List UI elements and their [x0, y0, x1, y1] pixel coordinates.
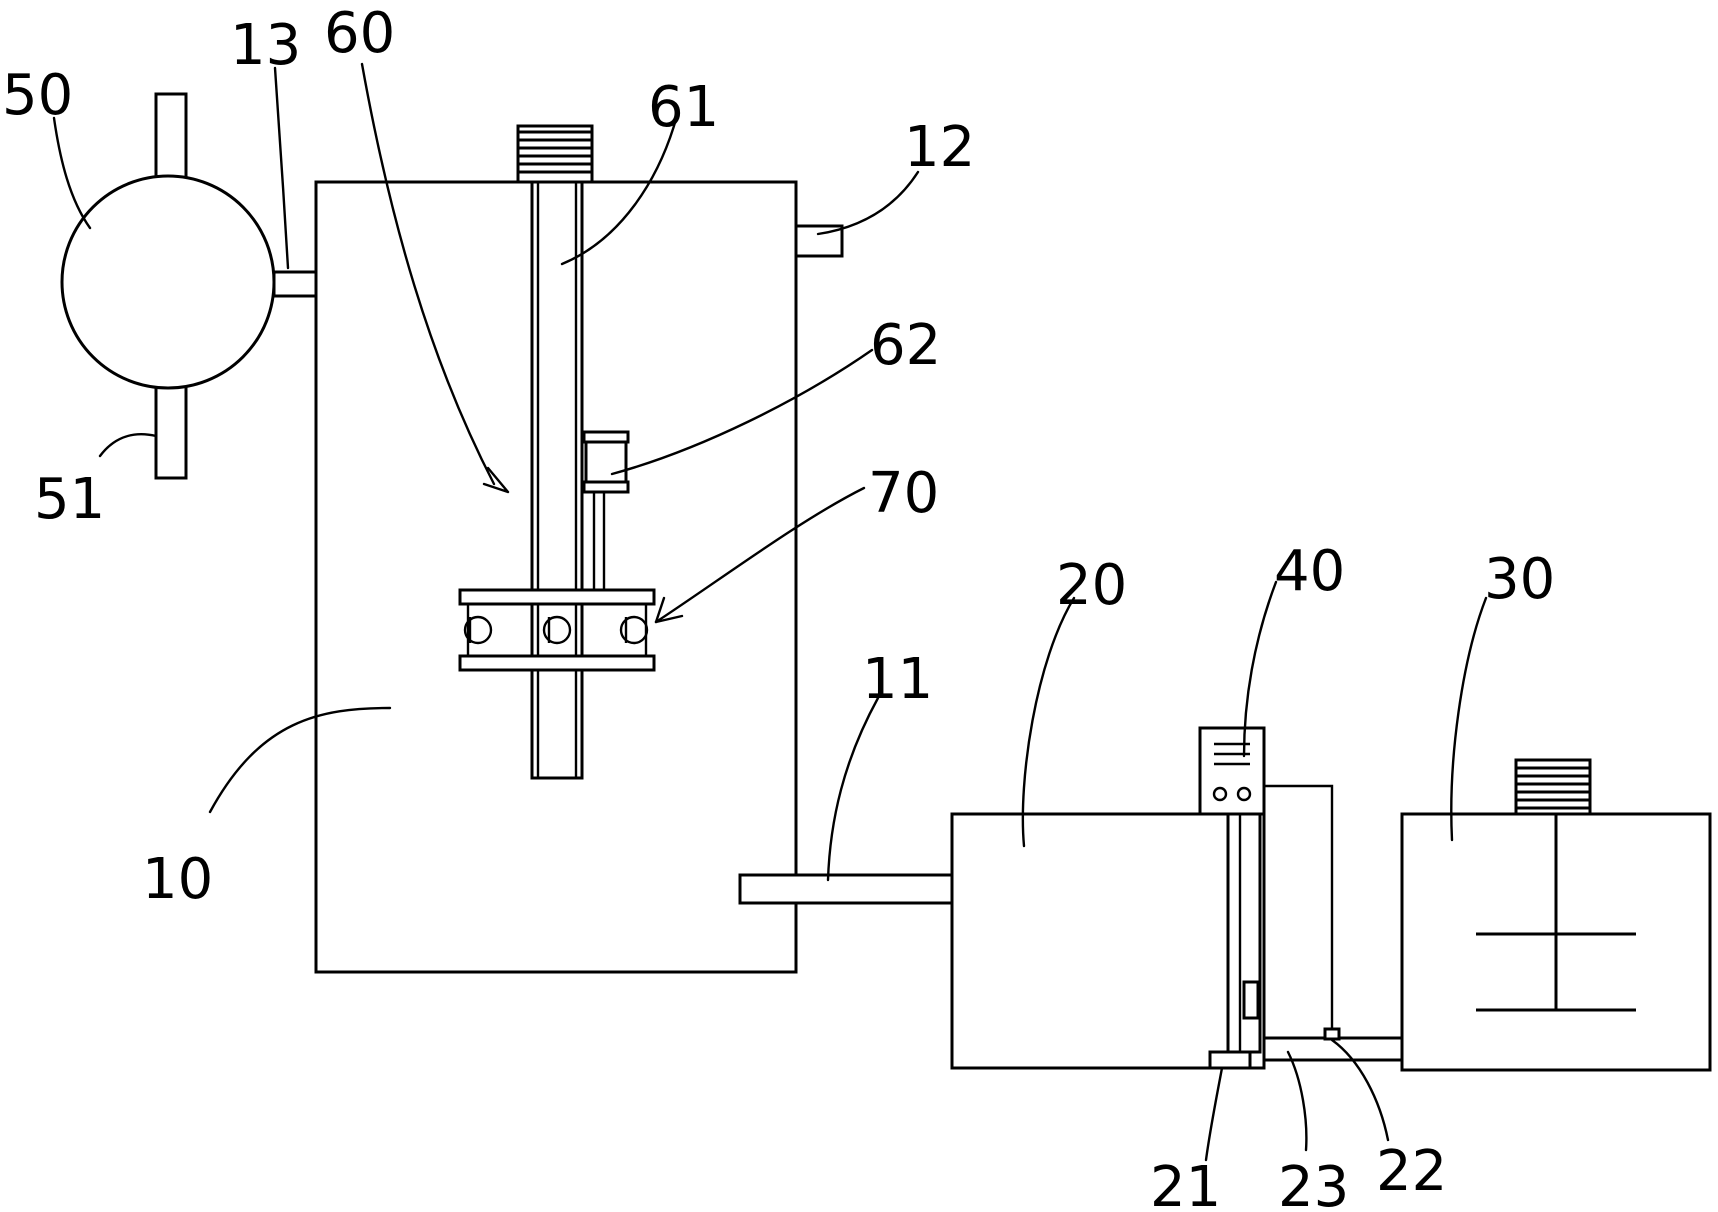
- label-61: 61: [648, 75, 719, 140]
- label-50: 50: [2, 63, 73, 128]
- label-23: 23: [1278, 1155, 1349, 1212]
- label-30: 30: [1484, 547, 1555, 612]
- roller-assembly-70: [458, 588, 656, 672]
- actuator-62: [582, 430, 630, 592]
- label-11: 11: [862, 647, 933, 712]
- label-21: 21: [1150, 1155, 1221, 1212]
- label-13: 13: [230, 13, 301, 78]
- label-62: 62: [870, 313, 941, 378]
- vessel-50: [60, 92, 318, 480]
- agitator-60: [516, 124, 594, 780]
- label-20: 20: [1056, 553, 1127, 618]
- motor-30-hatch: [1516, 766, 1590, 810]
- label-22: 22: [1376, 1139, 1447, 1204]
- main-tank-10: [314, 180, 954, 974]
- label-60: 60: [324, 1, 395, 66]
- controller-40: [1198, 726, 1266, 816]
- label-12: 12: [904, 115, 975, 180]
- label-40: 40: [1274, 539, 1345, 604]
- tank-30: [1400, 758, 1712, 1072]
- motor-hatch: [518, 130, 592, 174]
- label-51: 51: [34, 467, 105, 532]
- leader-lines: [52, 62, 1488, 1162]
- label-10: 10: [142, 847, 213, 912]
- labels: 50 51 13 60 61 12 62 70 10 11 20 40 30 2…: [2, 1, 1555, 1212]
- label-70: 70: [868, 461, 939, 526]
- tank-20: [950, 784, 1404, 1070]
